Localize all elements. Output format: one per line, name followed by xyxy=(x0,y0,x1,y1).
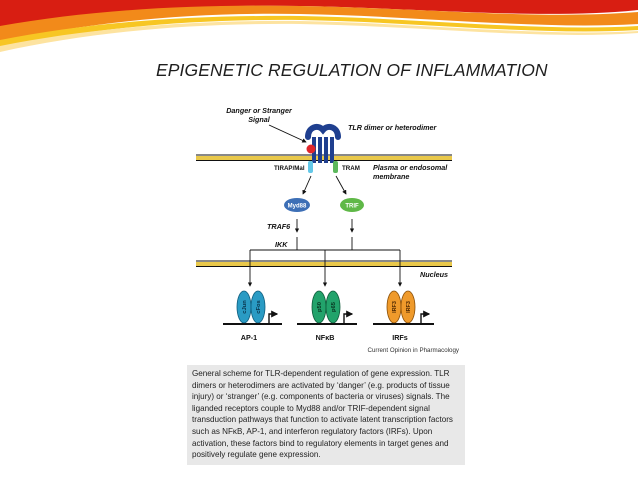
ikk-label: IKK xyxy=(275,240,288,249)
p65-label: p65 xyxy=(331,301,337,312)
nuclear-membrane xyxy=(196,262,452,266)
myd88-node xyxy=(284,198,310,212)
ap1-complex: cJun cFos xyxy=(236,290,266,324)
tlr-pathway-diagram: Danger or Stranger Signal TLR dimer or h… xyxy=(196,106,460,354)
tirap-label: TIRAP/Mal xyxy=(274,165,305,172)
nfkb-complex: p50 p65 xyxy=(311,290,341,324)
tram-adaptor xyxy=(333,161,338,173)
tlr-label: TLR dimer or heterodimer xyxy=(348,123,437,132)
myd88-label: Myd88 xyxy=(288,204,307,210)
membrane-label-2: membrane xyxy=(373,172,409,181)
traf6-label: TRAF6 xyxy=(267,222,291,231)
irf3-label-a: IRF3 xyxy=(392,301,398,313)
nfkb-label: NFκB xyxy=(316,333,335,342)
ligand-icon xyxy=(306,144,316,154)
decorative-banner xyxy=(0,0,638,52)
irf3-label-b: IRF3 xyxy=(406,301,412,313)
irfs-label: IRFs xyxy=(392,333,408,342)
tirap-adaptor xyxy=(308,161,313,173)
ap1-label: AP-1 xyxy=(241,333,257,342)
signal-arrow xyxy=(268,124,307,143)
irf-complex: IRF3 IRF3 xyxy=(386,290,416,324)
cfos-label: cFos xyxy=(256,300,262,314)
cjun-label: cJun xyxy=(242,300,248,314)
p50-label: p50 xyxy=(317,302,323,312)
danger-signal-label: Danger or Stranger xyxy=(226,106,293,115)
figure-source: Current Opinion in Pharmacology xyxy=(368,347,460,354)
tram-label: TRAM xyxy=(342,165,360,172)
trif-label: TRIF xyxy=(345,204,359,210)
nucleus-label: Nucleus xyxy=(420,270,448,279)
figure-caption: General scheme for TLR-dependent regulat… xyxy=(187,365,465,465)
trif-node xyxy=(340,198,364,212)
membrane-label: Plasma or endosomal xyxy=(373,163,448,172)
slide-title: EPIGENETIC REGULATION OF INFLAMMATION xyxy=(156,60,548,80)
caption-text: General scheme for TLR-dependent regulat… xyxy=(192,369,453,460)
danger-signal-label-2: Signal xyxy=(248,115,271,124)
